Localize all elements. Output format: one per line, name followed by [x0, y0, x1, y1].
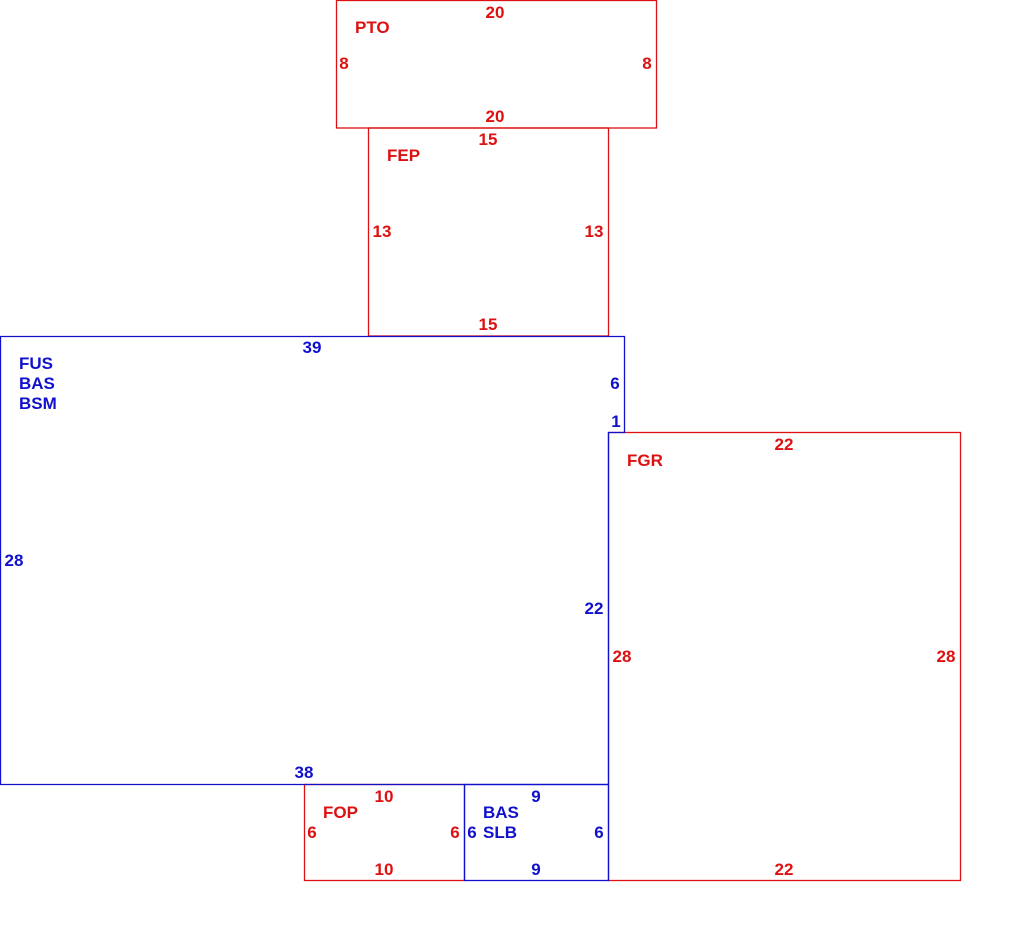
fgr-bottom-dimension: 22 — [775, 860, 794, 879]
slab-outline — [463, 783, 610, 882]
fgr-left-dimension: 28 — [613, 647, 632, 666]
fop-bottom-dimension: 10 — [375, 860, 394, 879]
fep-label: FEP — [387, 146, 420, 165]
slab-left-dimension: 6 — [467, 823, 476, 842]
fep-bottom-dimension: 15 — [479, 315, 498, 334]
fep-top-dimension: 15 — [479, 130, 498, 149]
main-right-step-dimension: 1 — [611, 412, 620, 431]
fgr-outline — [607, 431, 962, 882]
main-top-dimension: 39 — [303, 338, 322, 357]
pto-label: PTO — [355, 18, 390, 37]
main-outline — [0, 335, 626, 786]
section-pto: PTO 20 20 8 8 — [335, 0, 658, 129]
section-fop: FOP 10 10 6 6 — [303, 783, 466, 882]
main-bottom-dimension: 38 — [295, 763, 314, 782]
pto-top-dimension: 20 — [486, 3, 505, 22]
slab-top-dimension: 9 — [531, 787, 540, 806]
slab-label-2: SLB — [483, 823, 517, 842]
main-right-upper-dimension: 6 — [610, 374, 619, 393]
main-label-3: BSM — [19, 394, 57, 413]
slab-bottom-dimension: 9 — [531, 860, 540, 879]
fop-left-dimension: 6 — [307, 823, 316, 842]
section-fgr: FGR 22 22 28 28 — [607, 431, 962, 882]
pto-right-dimension: 8 — [642, 54, 651, 73]
fgr-label: FGR — [627, 451, 663, 470]
pto-left-dimension: 8 — [339, 54, 348, 73]
pto-bottom-dimension: 20 — [486, 107, 505, 126]
section-slab: BAS SLB 9 9 6 6 — [463, 783, 610, 882]
slab-label-1: BAS — [483, 803, 519, 822]
section-main: FUS BAS BSM 39 38 28 6 1 22 — [0, 335, 626, 786]
fgr-right-dimension: 28 — [937, 647, 956, 666]
fop-top-dimension: 10 — [375, 787, 394, 806]
fep-left-dimension: 13 — [373, 222, 392, 241]
fep-right-dimension: 13 — [585, 222, 604, 241]
fop-label: FOP — [323, 803, 358, 822]
main-label-1: FUS — [19, 354, 53, 373]
fop-right-dimension: 6 — [450, 823, 459, 842]
section-fep: FEP 15 15 13 13 — [367, 127, 610, 337]
fgr-top-dimension: 22 — [775, 435, 794, 454]
slab-right-dimension: 6 — [594, 823, 603, 842]
main-label-2: BAS — [19, 374, 55, 393]
main-left-dimension: 28 — [5, 551, 24, 570]
main-right-lower-dimension: 22 — [585, 599, 604, 618]
